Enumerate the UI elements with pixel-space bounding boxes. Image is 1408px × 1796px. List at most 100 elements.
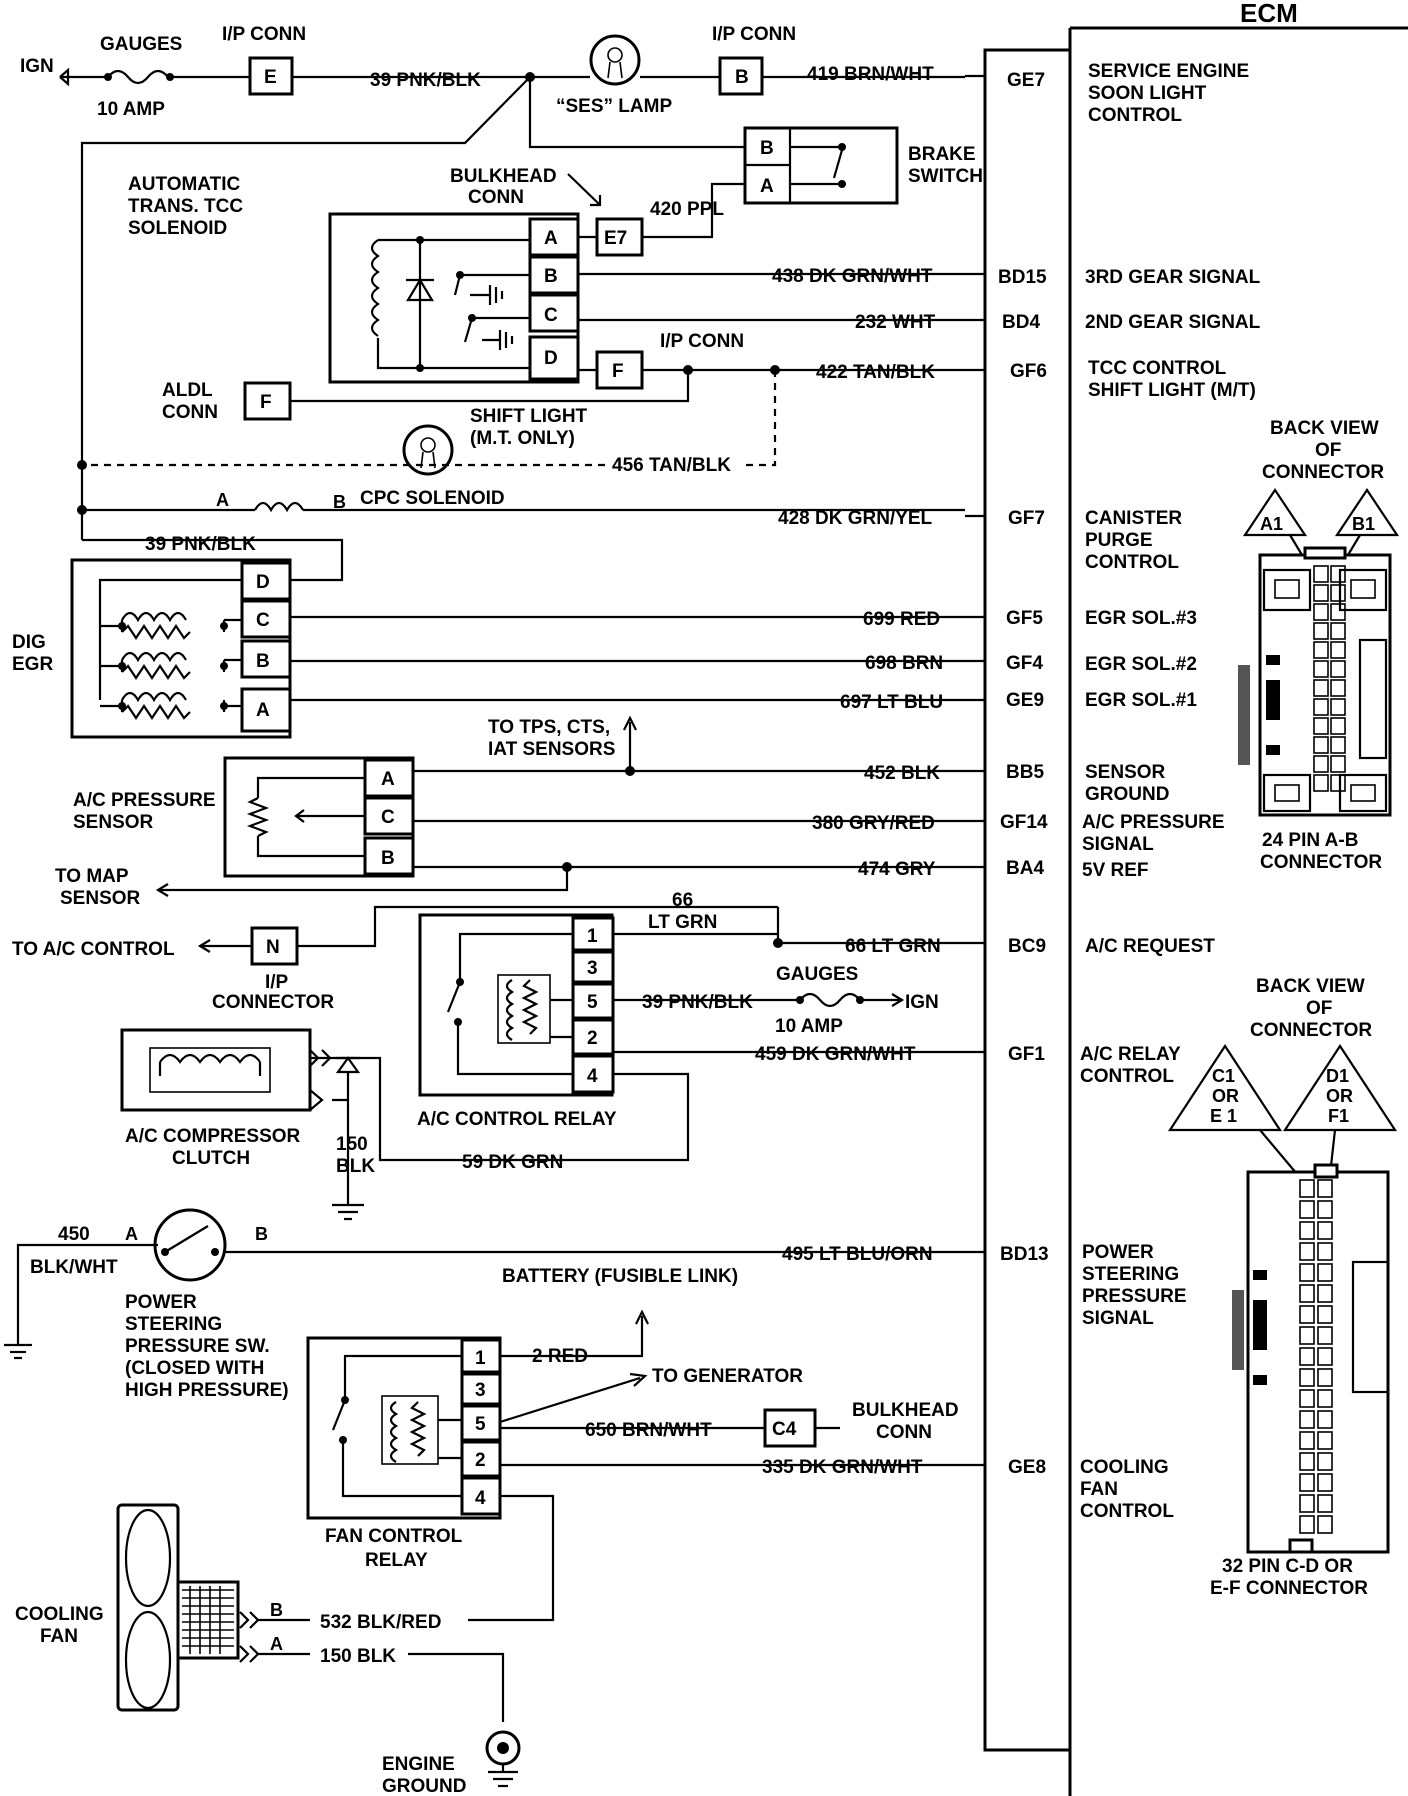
desc-gf6-2: SHIFT LIGHT (M/T) <box>1088 380 1256 401</box>
pin-cavity <box>1317 1494 1333 1513</box>
engine-ground-label-1: ENGINE <box>382 1754 455 1775</box>
cpc-pin-b: B <box>333 492 346 512</box>
tcc-label-2: TRANS. TCC <box>128 196 243 217</box>
ac-compressor-clutch: 150 BLK A/C COMPRESSOR CLUTCH <box>120 1028 375 1221</box>
connector-b: B <box>735 67 749 88</box>
fan-label-1: COOLING <box>15 1604 104 1625</box>
desc-bb5-2: GROUND <box>1085 784 1169 805</box>
connector-32-pin: BACK VIEW OF CONNECTOR C1 OR E 1 D1 OR F… <box>1167 976 1398 1599</box>
pin-cavity <box>1313 622 1329 640</box>
ses-lamp-label: “SES” LAMP <box>556 96 672 117</box>
connector-e: E <box>264 67 277 88</box>
brake-switch-label-1: BRAKE <box>908 144 976 165</box>
pin-cavity <box>1313 641 1329 659</box>
wire-697: 697 LT BLU <box>840 692 943 713</box>
desc-gf5: EGR SOL.#3 <box>1085 608 1197 629</box>
wire-419-brn-wht: 419 BRN/WHT <box>807 64 934 85</box>
ps-pin-a: A <box>125 1224 138 1244</box>
wire-474: 474 GRY <box>858 859 936 880</box>
pin-cavity <box>1317 1347 1333 1366</box>
pin-cavity <box>1330 736 1346 754</box>
desc-gf1-1: A/C RELAY <box>1080 1044 1181 1065</box>
dig-egr-label-1: DIG <box>12 632 46 653</box>
desc-bd13-3: PRESSURE <box>1082 1286 1187 1307</box>
desc-gf7-1: CANISTER <box>1085 508 1182 529</box>
ecm-pin-descriptions: SERVICE ENGINE SOON LIGHT CONTROL 3RD GE… <box>1080 61 1261 1522</box>
pin-cavity <box>1317 1305 1333 1324</box>
ac-relay-label: A/C CONTROL RELAY <box>417 1109 617 1130</box>
pin-cavity <box>1317 1200 1333 1219</box>
acp-pin-c: C <box>381 807 395 828</box>
rly-pin-1: 1 <box>587 926 598 947</box>
pin-gf4: GF4 <box>1006 653 1043 674</box>
fan-label-2: FAN <box>40 1626 78 1647</box>
desc-gf14-1: A/C PRESSURE <box>1082 812 1225 833</box>
pin-stubs <box>965 74 985 1467</box>
tcc-solenoid: AUTOMATIC TRANS. TCC SOLENOID BULKHEAD C… <box>77 166 965 476</box>
pin-cavity <box>1299 1200 1315 1219</box>
pin-cavity <box>1330 774 1346 792</box>
wire-335: 335 DK GRN/WHT <box>762 1457 923 1478</box>
conn32-c1-b: OR <box>1212 1086 1239 1106</box>
pin-ba4: BA4 <box>1006 858 1044 879</box>
battery-label: BATTERY (FUSIBLE LINK) <box>502 1266 738 1287</box>
wire-420-ppl: 420 PPL <box>650 199 724 220</box>
acp-pin-a: A <box>381 769 395 790</box>
pin-cavity <box>1299 1305 1315 1324</box>
pin-cavity <box>1299 1347 1315 1366</box>
pin-cavity <box>1330 755 1346 773</box>
desc-bd13-2: STEERING <box>1082 1264 1179 1285</box>
pin-cavity <box>1317 1284 1333 1303</box>
desc-bc9: A/C REQUEST <box>1085 936 1215 957</box>
conn32-d1-c: F1 <box>1328 1106 1349 1126</box>
conn24-name-1: 24 PIN A-B <box>1262 830 1358 851</box>
desc-gf4: EGR SOL.#2 <box>1085 654 1197 675</box>
conn32-c1-a: C1 <box>1212 1066 1235 1086</box>
ac-pressure-sensor: A C B A/C PRESSURE SENSOR TO TPS, CTS, I… <box>55 715 965 909</box>
ip-connector-label-b: CONNECTOR <box>212 992 334 1013</box>
connector-n: N <box>266 937 280 958</box>
wire-66-ltgrn: LT GRN <box>648 912 717 933</box>
pin-cavity <box>1313 736 1329 754</box>
wire-39-pnk-blk-b: 39 PNK/BLK <box>145 534 256 555</box>
tcc-pin-a: A <box>544 228 558 249</box>
pin-cavity <box>1317 1242 1333 1261</box>
pin-cavity <box>1317 1368 1333 1387</box>
desc-gf1-2: CONTROL <box>1080 1066 1174 1087</box>
egr-pin-a: A <box>256 700 270 721</box>
desc-ge7-2: SOON LIGHT <box>1088 83 1207 104</box>
ign-label-2: IGN <box>905 992 939 1013</box>
pin-cavity <box>1317 1515 1333 1534</box>
power-steering-switch: 450 BLK/WHT A B 495 LT BLU/ORN POWER STE… <box>4 1208 965 1401</box>
desc-bd4: 2ND GEAR SIGNAL <box>1085 312 1261 333</box>
pin-cavity <box>1313 717 1329 735</box>
pin-cavity <box>1299 1179 1315 1198</box>
ps-label-1: POWER <box>125 1292 197 1313</box>
pin-cavity <box>1330 717 1346 735</box>
wire-428: 428 DK GRN/YEL <box>778 508 933 529</box>
pin-gf1: GF1 <box>1008 1044 1045 1065</box>
tcc-pin-c: C <box>544 305 558 326</box>
wire-150-b: BLK <box>336 1156 375 1177</box>
pin-cavity <box>1330 679 1346 697</box>
pin-cavity <box>1317 1179 1333 1198</box>
to-tps-label-2: IAT SENSORS <box>488 739 615 760</box>
ps-label-5: HIGH PRESSURE) <box>125 1380 289 1401</box>
pin-ge7: GE7 <box>1007 70 1045 91</box>
connector-f-2: F <box>260 392 272 413</box>
wire-232: 232 WHT <box>855 312 936 333</box>
wire-2-red: 2 RED <box>532 1346 588 1367</box>
acp-pin-b: B <box>381 848 395 869</box>
wire-66-top: 66 <box>672 890 693 911</box>
to-ac-control-label: TO A/C CONTROL <box>12 939 175 960</box>
wire-495: 495 LT BLU/ORN <box>782 1244 933 1265</box>
wire-422: 422 TAN/BLK <box>816 362 935 383</box>
brake-switch-label-2: SWITCH <box>908 166 983 187</box>
desc-ge8-1: COOLING <box>1080 1457 1169 1478</box>
wire-380: 380 GRY/RED <box>812 813 935 834</box>
tcc-label-3: SOLENOID <box>128 218 227 239</box>
ps-pin-b: B <box>255 1224 268 1244</box>
ecm-pin-ids: GE7 BD15 BD4 GF6 GF7 GF5 GF4 GE9 BB5 GF1… <box>998 70 1049 1478</box>
pin-cavity <box>1330 660 1346 678</box>
wire-450-b: BLK/WHT <box>30 1257 118 1278</box>
